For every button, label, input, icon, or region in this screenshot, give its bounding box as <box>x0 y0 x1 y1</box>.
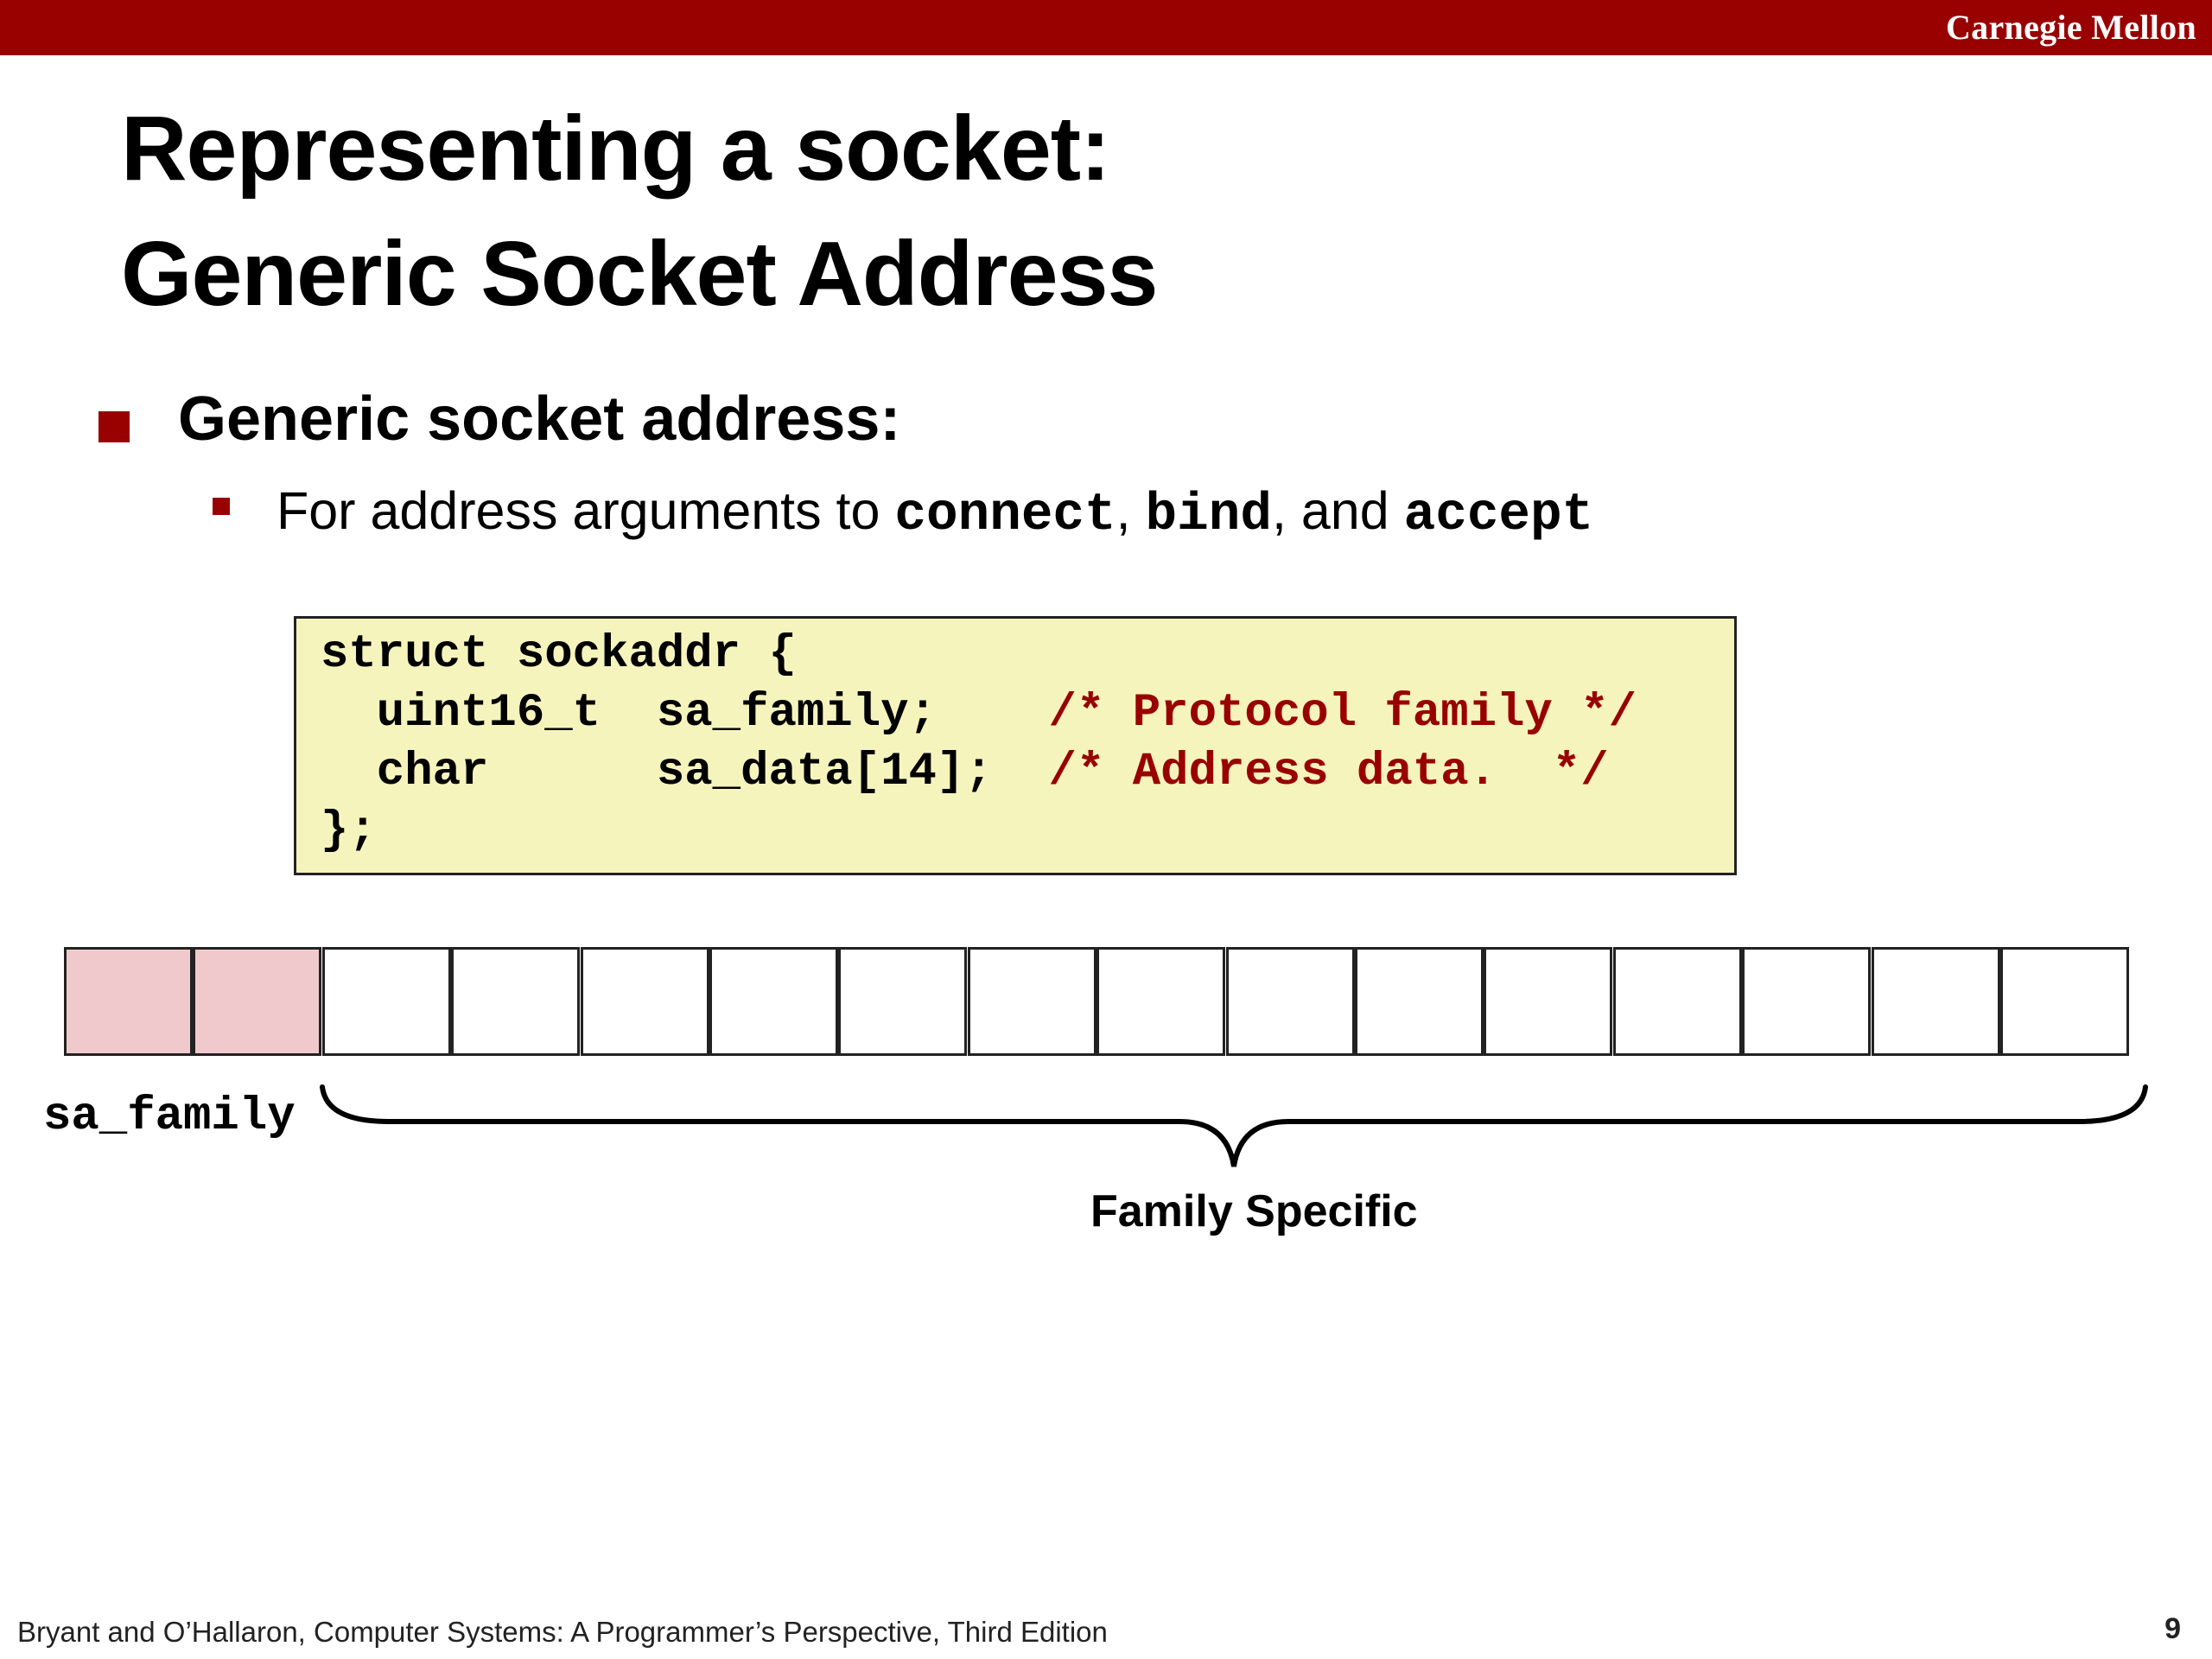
bullet-square-icon <box>99 411 130 442</box>
code-line-3: char sa_data[14]; /* Address data. */ <box>321 743 1609 802</box>
code-line-2-code: uint16_t sa_family; <box>321 687 1049 740</box>
byte-cell-sa-data <box>1096 947 1226 1056</box>
bullet-level-1: Generic socket address: <box>178 385 901 454</box>
brand-logo-text: Carnegie Mellon <box>1946 8 2196 47</box>
code-block: struct sockaddr { uint16_t sa_family; /*… <box>294 616 1737 875</box>
curly-brace-icon <box>320 1084 2148 1167</box>
code-line-3-comment: /* Address data. */ <box>1048 746 1609 798</box>
code-bind: bind <box>1145 486 1272 545</box>
byte-cell-sa-data <box>1871 947 2000 1056</box>
page-number: 9 <box>2164 1612 2181 1645</box>
title-line-1: Representing a socket: <box>121 98 1110 200</box>
code-connect: connect <box>894 486 1116 545</box>
sub-bullet-square-icon <box>213 498 230 515</box>
family-specific-label: Family Specific <box>1090 1186 1418 1236</box>
byte-cell-sa-data <box>838 947 968 1056</box>
bullet-level-2: For address arguments to connect, bind, … <box>276 480 1593 545</box>
byte-cell-sa-data <box>709 947 838 1056</box>
byte-cell-sa-data <box>580 947 709 1056</box>
byte-cell-sa-data <box>321 947 451 1056</box>
byte-cell-sa-data <box>967 947 1096 1056</box>
byte-cell-sa-family <box>193 947 322 1056</box>
code-line-2: uint16_t sa_family; /* Protocol family *… <box>321 684 1637 743</box>
bullet-sep-2: , and <box>1271 481 1404 540</box>
byte-cell-sa-data <box>1484 947 1613 1056</box>
byte-cell-sa-data <box>1355 947 1484 1056</box>
code-line-4: }; <box>321 804 377 857</box>
code-accept: accept <box>1403 486 1594 545</box>
code-line-1: struct sockaddr { <box>321 628 797 681</box>
footer-citation: Bryant and O’Hallaron, Computer Systems:… <box>17 1616 1108 1648</box>
slide-title: Representing a socket: Generic Socket Ad… <box>121 86 1158 337</box>
byte-cell-sa-data <box>451 947 581 1056</box>
bullet-level-2-prefix: For address arguments to <box>276 481 895 540</box>
header-bar: Carnegie Mellon <box>0 0 2212 55</box>
title-line-2: Generic Socket Address <box>121 223 1158 325</box>
byte-cell-sa-data <box>1612 947 1742 1056</box>
sa-family-label: sa_family <box>43 1090 296 1143</box>
byte-cell-sa-data <box>1225 947 1355 1056</box>
byte-cell-sa-data <box>1742 947 1872 1056</box>
byte-cell-sa-family <box>64 947 193 1056</box>
code-line-2-comment: /* Protocol family */ <box>1048 687 1637 740</box>
code-line-3-code: char sa_data[14]; <box>321 746 1049 798</box>
bullet-sep-1: , <box>1116 481 1146 540</box>
byte-cell-sa-data <box>2000 947 2129 1056</box>
